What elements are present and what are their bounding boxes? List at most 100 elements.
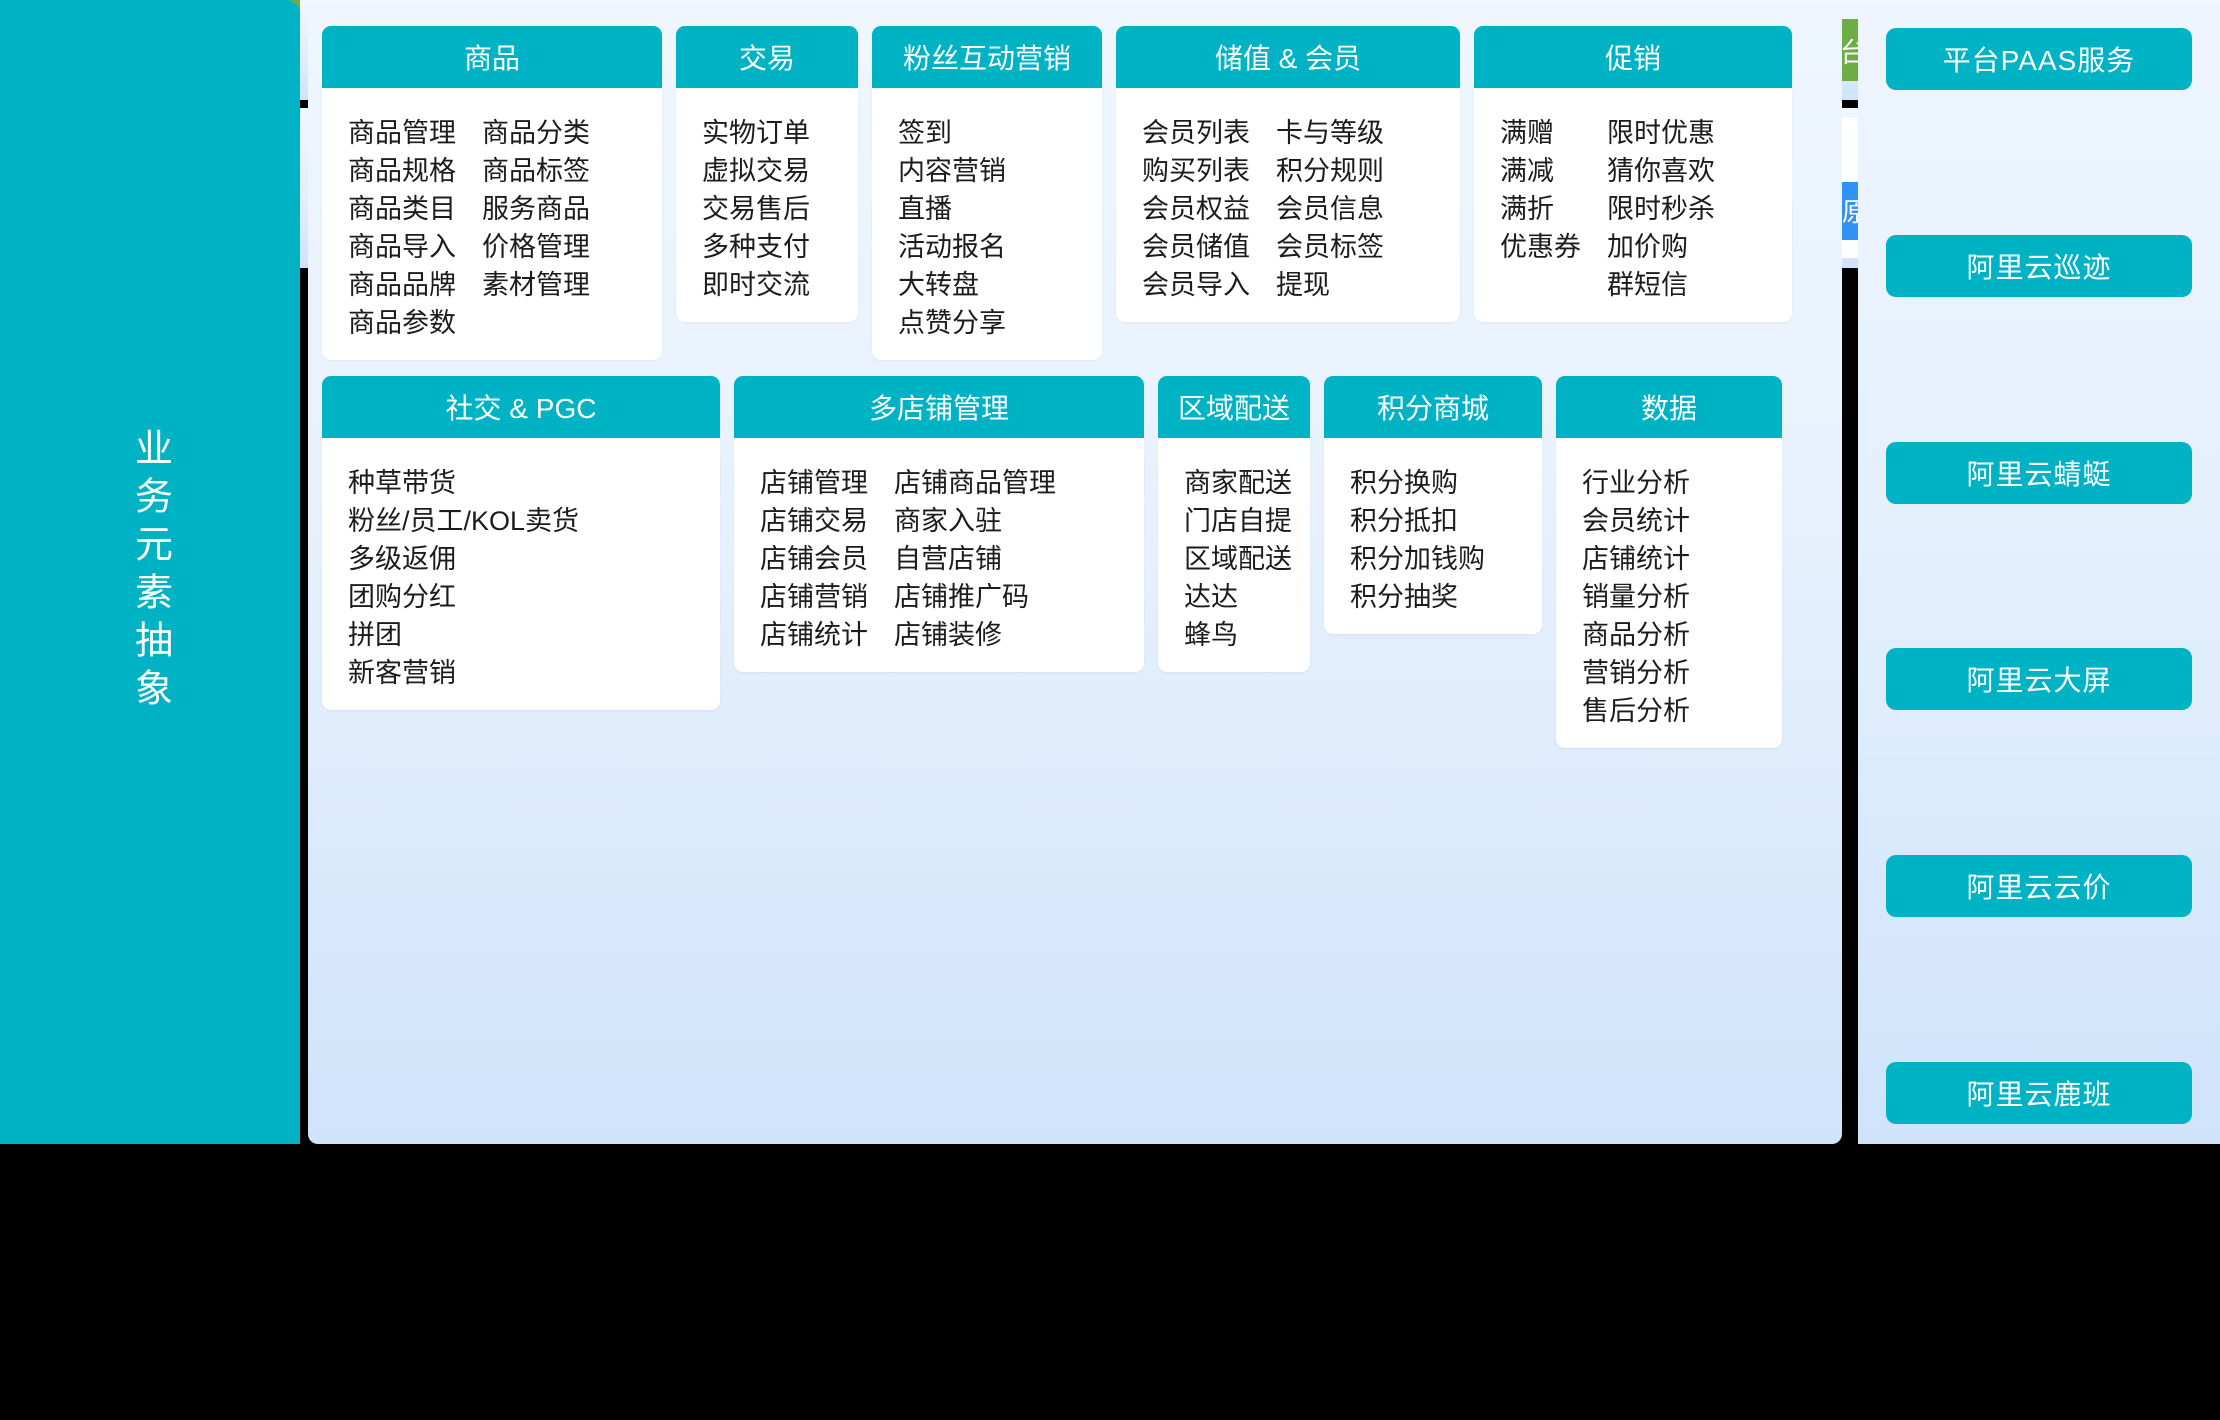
feature-item[interactable]: 种草带货 bbox=[348, 468, 456, 499]
feature-card-column: 店铺商品管理商家入驻自营店铺店铺推广码店铺装修 bbox=[894, 464, 1056, 654]
feature-item[interactable]: 商品规格 bbox=[348, 156, 456, 187]
feature-card-body: 满赠满减满折优惠券限时优惠猜你喜欢限时秒杀加价购群短信 bbox=[1474, 88, 1792, 322]
feature-item[interactable]: 猜你喜欢 bbox=[1607, 156, 1715, 187]
feature-item[interactable]: 自营店铺 bbox=[894, 544, 1002, 575]
feature-item[interactable]: 购买列表 bbox=[1142, 156, 1250, 187]
feature-item[interactable]: 积分加钱购 bbox=[1350, 544, 1485, 575]
feature-item[interactable]: 区域配送 bbox=[1184, 544, 1292, 575]
feature-item[interactable]: 商品分类 bbox=[482, 118, 590, 148]
feature-item[interactable]: 多级返佣 bbox=[348, 544, 456, 575]
feature-item[interactable]: 商品分析 bbox=[1582, 620, 1690, 651]
feature-item[interactable]: 加价购 bbox=[1607, 232, 1688, 263]
platform-service-chip[interactable]: 阿里云云价 bbox=[1886, 855, 2192, 918]
feature-item[interactable]: 店铺营销 bbox=[760, 582, 868, 613]
feature-item[interactable]: 商家入驻 bbox=[894, 506, 1002, 537]
feature-item[interactable]: 优惠券 bbox=[1500, 232, 1581, 263]
feature-item[interactable]: 店铺装修 bbox=[894, 620, 1002, 651]
feature-card-title: 区域配送 bbox=[1158, 376, 1310, 439]
feature-item[interactable]: 群短信 bbox=[1607, 270, 1688, 301]
feature-card-body: 签到内容营销直播活动报名大转盘点赞分享 bbox=[872, 88, 1102, 360]
feature-card-column: 行业分析会员统计店铺统计销量分析商品分析营销分析售后分析 bbox=[1582, 464, 1690, 730]
platform-service-chip[interactable]: 阿里云大屏 bbox=[1886, 648, 2192, 711]
feature-item[interactable]: 积分抽奖 bbox=[1350, 582, 1458, 613]
feature-card-body: 商品管理商品规格商品类目商品导入商品品牌商品参数 商品分类商品标签服务商品价格管理… bbox=[322, 88, 662, 360]
feature-item[interactable]: 大转盘 bbox=[898, 270, 979, 301]
feature-card-title: 社交 & PGC bbox=[322, 376, 720, 439]
feature-item[interactable]: 商品品牌 bbox=[348, 270, 456, 301]
feature-item[interactable]: 商品导入 bbox=[348, 232, 456, 263]
feature-item[interactable]: 售后分析 bbox=[1582, 696, 1690, 727]
feature-item[interactable]: 会员统计 bbox=[1582, 506, 1690, 537]
feature-item[interactable]: 粉丝/员工/KOL卖货 bbox=[348, 506, 580, 537]
feature-item[interactable]: 会员权益 bbox=[1142, 194, 1250, 225]
feature-item[interactable]: 店铺交易 bbox=[760, 506, 868, 537]
feature-item[interactable]: 限时优惠 bbox=[1607, 118, 1715, 148]
platform-service-chip[interactable]: 阿里云鹿班 bbox=[1886, 1061, 2192, 1124]
feature-card-column: 商家配送门店自提区域配送达达蜂鸟 bbox=[1184, 464, 1292, 654]
feature-item[interactable]: 虚拟交易 bbox=[702, 156, 810, 187]
feature-item[interactable]: 店铺管理 bbox=[760, 468, 868, 499]
feature-item[interactable]: 内容营销 bbox=[898, 156, 1006, 187]
feature-item[interactable]: 多种支付 bbox=[702, 232, 810, 263]
feature-item[interactable]: 积分换购 bbox=[1350, 468, 1458, 499]
platform-service-chip[interactable]: 阿里云巡迹 bbox=[1886, 234, 2192, 297]
feature-item[interactable]: 实物订单 bbox=[702, 118, 810, 148]
feature-item[interactable]: 达达 bbox=[1184, 582, 1238, 613]
feature-item[interactable]: 新客营销 bbox=[348, 658, 456, 689]
feature-item[interactable]: 店铺推广码 bbox=[894, 582, 1029, 613]
feature-item[interactable]: 点赞分享 bbox=[898, 308, 1006, 339]
feature-card-column: 积分换购积分抵扣积分加钱购积分抽奖 bbox=[1350, 464, 1485, 616]
feature-card-column: 满赠满减满折优惠券 bbox=[1500, 114, 1581, 304]
feature-item[interactable]: 满折 bbox=[1500, 194, 1554, 225]
feature-item[interactable]: 活动报名 bbox=[898, 232, 1006, 263]
feature-item[interactable]: 直播 bbox=[898, 194, 952, 225]
platform-service-chip[interactable]: 平台PAAS服务 bbox=[1886, 28, 2192, 90]
feature-card-column: 会员列表购买列表会员权益会员储值会员导入 bbox=[1142, 114, 1250, 304]
feature-item[interactable]: 商品标签 bbox=[482, 156, 590, 187]
feature-card: 积分商城积分换购积分抵扣积分加钱购积分抽奖 bbox=[1324, 376, 1542, 635]
feature-item[interactable]: 服务商品 bbox=[482, 194, 590, 225]
feature-card-body: 积分换购积分抵扣积分加钱购积分抽奖 bbox=[1324, 438, 1542, 634]
feature-item[interactable]: 积分规则 bbox=[1276, 156, 1384, 187]
feature-card-title: 积分商城 bbox=[1324, 376, 1542, 439]
feature-item[interactable]: 行业分析 bbox=[1582, 468, 1690, 499]
feature-card-body: 店铺管理店铺交易店铺会员店铺营销店铺统计店铺商品管理商家入驻自营店铺店铺推广码店… bbox=[734, 438, 1144, 672]
feature-item[interactable]: 会员储值 bbox=[1142, 232, 1250, 263]
feature-item[interactable]: 提现 bbox=[1276, 270, 1330, 301]
feature-item[interactable]: 会员列表 bbox=[1142, 118, 1250, 148]
feature-item[interactable]: 交易售后 bbox=[702, 194, 810, 225]
feature-item[interactable]: 满赠 bbox=[1500, 118, 1554, 148]
feature-card: 粉丝互动营销签到内容营销直播活动报名大转盘点赞分享 bbox=[872, 26, 1102, 361]
feature-item[interactable]: 会员信息 bbox=[1276, 194, 1384, 225]
feature-item[interactable]: 商品参数 bbox=[348, 308, 456, 339]
feature-card: 促销满赠满减满折优惠券限时优惠猜你喜欢限时秒杀加价购群短信 bbox=[1474, 26, 1792, 323]
feature-card-title: 多店铺管理 bbox=[734, 376, 1144, 439]
feature-item[interactable]: 店铺会员 bbox=[760, 544, 868, 575]
platform-service-chip[interactable]: 阿里云蜻蜓 bbox=[1886, 441, 2192, 504]
feature-item[interactable]: 限时秒杀 bbox=[1607, 194, 1715, 225]
feature-item[interactable]: 即时交流 bbox=[702, 270, 810, 301]
feature-item[interactable]: 拼团 bbox=[348, 620, 402, 651]
feature-item[interactable]: 满减 bbox=[1500, 156, 1554, 187]
feature-item[interactable]: 店铺统计 bbox=[760, 620, 868, 651]
feature-item[interactable]: 价格管理 bbox=[482, 232, 590, 263]
feature-item[interactable]: 卡与等级 bbox=[1276, 118, 1384, 148]
feature-item[interactable]: 店铺统计 bbox=[1582, 544, 1690, 575]
feature-item[interactable]: 商品类目 bbox=[348, 194, 456, 225]
feature-item[interactable]: 营销分析 bbox=[1582, 658, 1690, 689]
feature-card-column: 签到内容营销直播活动报名大转盘点赞分享 bbox=[898, 114, 1006, 342]
feature-item[interactable]: 销量分析 bbox=[1582, 582, 1690, 613]
feature-item[interactable]: 团购分红 bbox=[348, 582, 456, 613]
platform-service-rail: 平台PAAS服务阿里云巡迹阿里云蜻蜓阿里云大屏阿里云云价阿里云鹿班 bbox=[1858, 8, 2220, 1144]
feature-item[interactable]: 店铺商品管理 bbox=[894, 468, 1056, 499]
feature-item[interactable]: 会员导入 bbox=[1142, 270, 1250, 301]
feature-item[interactable]: 素材管理 bbox=[482, 270, 590, 301]
feature-item[interactable]: 签到 bbox=[898, 118, 952, 148]
feature-item[interactable]: 蜂鸟 bbox=[1184, 620, 1238, 651]
feature-item[interactable]: 商家配送 bbox=[1184, 468, 1292, 499]
feature-item[interactable]: 商品管理 bbox=[348, 118, 456, 148]
feature-item[interactable]: 门店自提 bbox=[1184, 506, 1292, 537]
feature-item[interactable]: 会员标签 bbox=[1276, 232, 1384, 263]
feature-card-column: 店铺管理店铺交易店铺会员店铺营销店铺统计 bbox=[760, 464, 868, 654]
feature-item[interactable]: 积分抵扣 bbox=[1350, 506, 1458, 537]
